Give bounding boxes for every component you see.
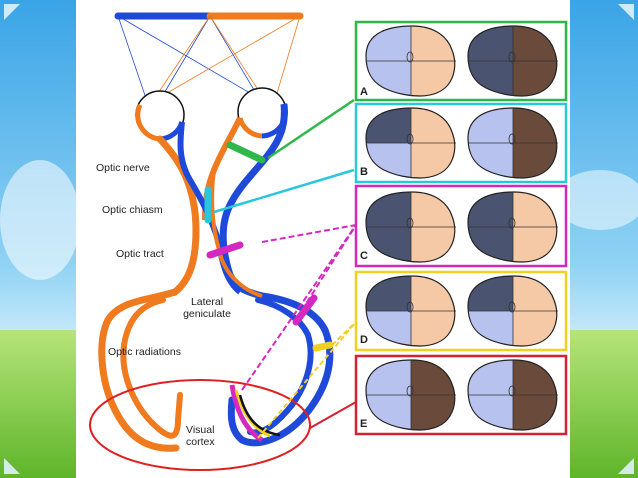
- label-visual-cortex: Visual cortex: [186, 424, 215, 448]
- right-radiation-orange-strip: [210, 169, 263, 298]
- lesion-optic-tract: [206, 241, 244, 259]
- cortex-band-yellow: [234, 389, 271, 438]
- visual-field-outline: [365, 191, 456, 263]
- visual-field-outline: [467, 191, 558, 263]
- left-radiation-inner: [120, 297, 183, 439]
- lesion-meyer-loop: [292, 294, 318, 326]
- panel-letter-e: E: [360, 418, 368, 430]
- label-optic-tract: Optic tract: [116, 248, 164, 260]
- panel-letter-a: A: [360, 86, 368, 98]
- label-optic-chiasm: Optic chiasm: [102, 204, 163, 216]
- visual-field-outline: [467, 107, 558, 179]
- panel-letter-b: B: [360, 166, 368, 178]
- visual-field-outline: [467, 359, 558, 431]
- visual-field-panel-4-eye-1: [366, 276, 455, 346]
- label-optic-radiations: Optic radiations: [108, 346, 181, 358]
- panel-letter-c: C: [360, 250, 368, 262]
- blind-spot: [406, 217, 414, 229]
- visual-cortex-outline: [89, 379, 311, 471]
- blind-spot: [406, 51, 414, 63]
- label-lateral-geniculate: Lateral geniculate: [183, 296, 231, 320]
- blind-spot: [508, 301, 516, 313]
- connector-d2: [257, 321, 357, 439]
- connector-b: [213, 168, 355, 214]
- right-temporal-fibers: [219, 103, 288, 300]
- cortex-band-black: [238, 394, 281, 437]
- connector-a: [267, 98, 355, 160]
- left-eye-icon: [135, 90, 185, 142]
- connector-c3: [301, 224, 357, 311]
- connector-c2: [241, 224, 357, 391]
- visual-field-outline: [365, 107, 456, 179]
- corner-triangle-bottom-left-icon[interactable]: [2, 456, 22, 476]
- visual-field-outline: [365, 275, 456, 347]
- blind-spot: [406, 385, 414, 397]
- cortex-band-magenta: [229, 384, 264, 443]
- visual-field-outline: [467, 25, 558, 97]
- corner-triangle-left-icon[interactable]: [2, 2, 22, 22]
- connector-c1: [261, 224, 357, 243]
- panel-letter-d: D: [360, 334, 368, 346]
- corner-triangle-bottom-right-icon[interactable]: [616, 456, 636, 476]
- blind-spot: [508, 51, 516, 63]
- right-radiations-inner: [247, 297, 314, 436]
- light-rays: [117, 15, 301, 111]
- visual-field-outline: [467, 275, 558, 347]
- connector-e: [309, 401, 357, 429]
- visual-field-panel-5-eye-2: [468, 360, 557, 430]
- visual-field-outline: [365, 359, 456, 431]
- blind-spot: [508, 217, 516, 229]
- blind-spot: [508, 133, 516, 145]
- lesion-radiation-parietal: [312, 341, 334, 352]
- label-optic-nerve: Optic nerve: [96, 162, 150, 174]
- right-radiations-outer: [227, 292, 334, 447]
- visual-field-outline: [365, 25, 456, 97]
- corner-triangle-right-icon[interactable]: [616, 2, 636, 22]
- blind-spot: [406, 133, 414, 145]
- blind-spot: [406, 301, 414, 313]
- lesion-optic-nerve: [226, 141, 266, 164]
- blind-spot: [508, 385, 516, 397]
